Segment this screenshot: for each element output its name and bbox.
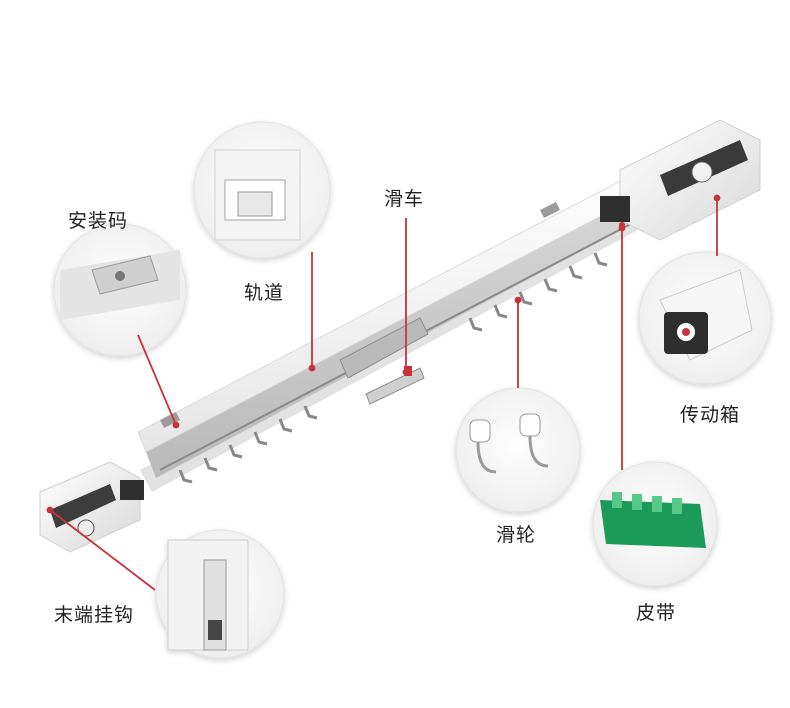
- glider-detail-circle: [455, 387, 581, 513]
- end-cap: [39, 461, 144, 553]
- mounting-detail-circle: [53, 223, 187, 357]
- track-detail-circle: [193, 121, 331, 259]
- mounting-bracket: [160, 202, 560, 428]
- end-hook-detail-circle: [155, 529, 285, 659]
- glider-row: [178, 252, 608, 484]
- callout-lines: [46, 194, 721, 591]
- label-end-hook: 末端挂钩: [54, 604, 135, 626]
- label-glider: 滑轮: [496, 524, 537, 546]
- label-pulley-carriage: 滑车: [384, 188, 425, 210]
- label-transmission-box: 传动箱: [680, 404, 741, 426]
- label-track: 轨道: [244, 282, 285, 304]
- transmission-detail-circle: [638, 251, 772, 385]
- label-belt: 皮带: [636, 602, 677, 624]
- motor-box: [600, 119, 761, 241]
- label-mounting-code: 安装码: [68, 210, 129, 232]
- belt-detail-circle: [592, 461, 718, 587]
